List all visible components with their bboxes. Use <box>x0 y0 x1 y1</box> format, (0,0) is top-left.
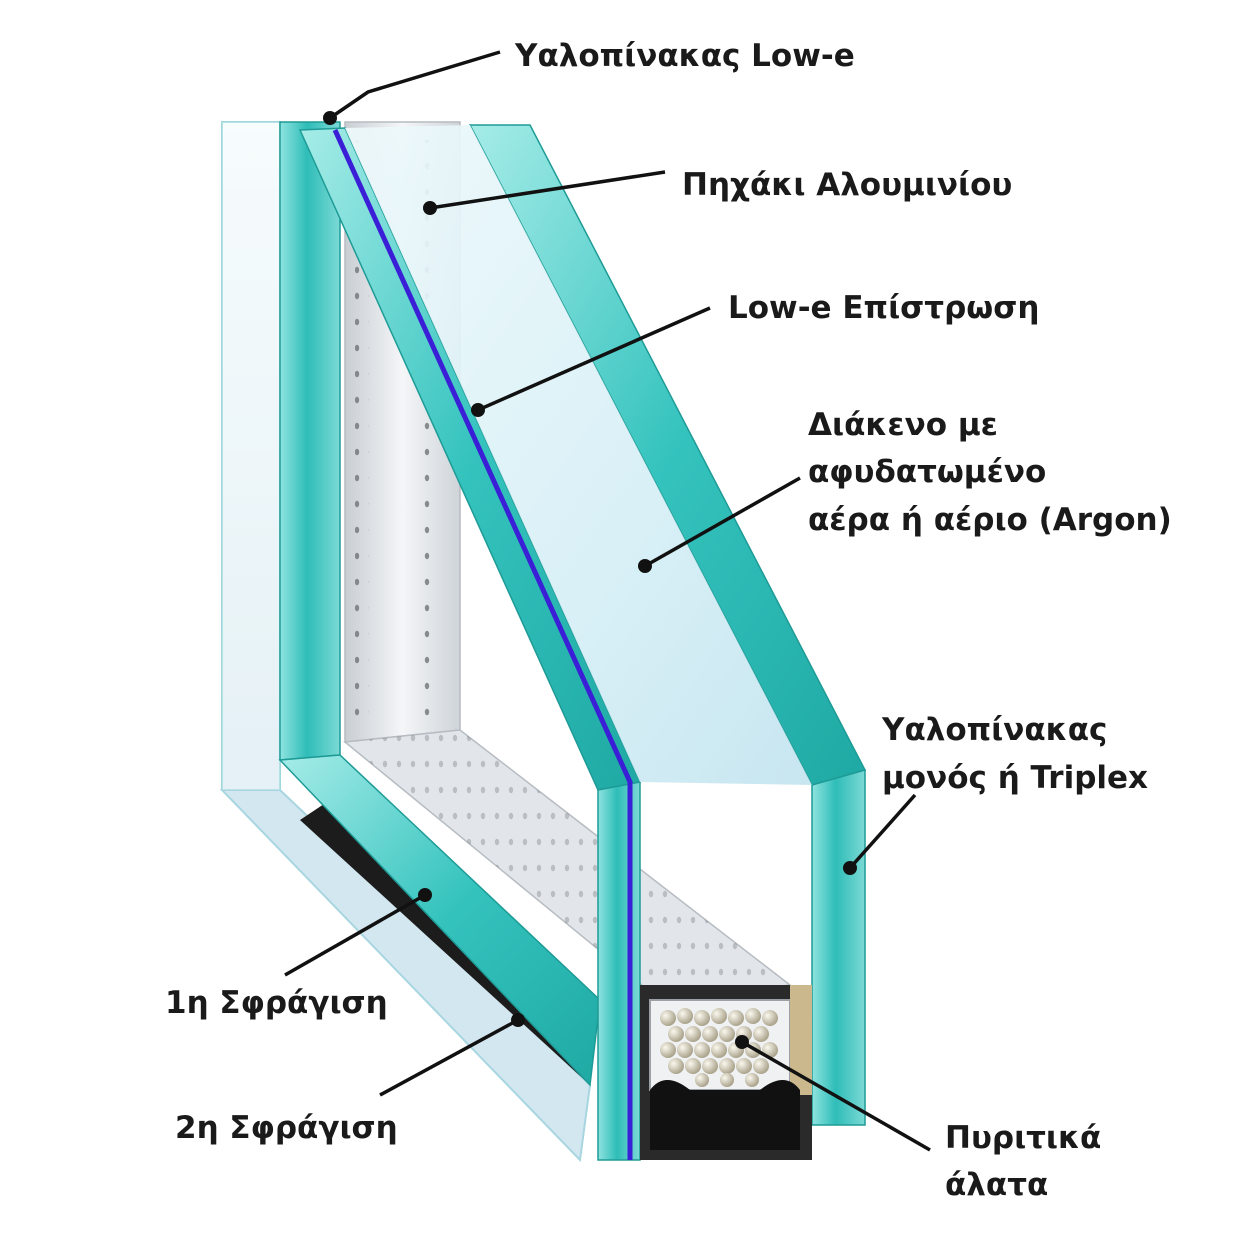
cross-section-box <box>640 985 812 1160</box>
label-seal-2: 2η Σφράγιση <box>175 1110 398 1146</box>
label-seal-1: 1η Σφράγιση <box>165 985 388 1021</box>
leader-dots <box>323 111 857 1049</box>
label-pane-line2: μονός ή Triplex <box>882 760 1148 796</box>
middle-glass-pane <box>278 121 601 1087</box>
label-pane-line1: Υαλοπίνακας <box>881 712 1107 748</box>
label-aluminium-spacer: Πηχάκι Αλουμινίου <box>682 167 1012 203</box>
leader-lines <box>284 50 931 1152</box>
label-gap-line3: αέρα ή αέριο (Argon) <box>808 502 1172 538</box>
lowe-coating-line <box>332 128 633 1160</box>
label-desiccant-line1: Πυριτικά <box>945 1120 1101 1156</box>
label-gap-line2: αφυδατωμένο <box>808 454 1046 490</box>
label-desiccant-line2: άλατα <box>945 1167 1048 1203</box>
label-lowe-coating: Low-e Επίστρωση <box>728 290 1039 326</box>
label-gap-line1: Διάκενο με <box>808 407 998 443</box>
label-lowe-pane: Υαλοπίνακας Low-e <box>514 38 855 74</box>
back-glass-pane <box>219 121 592 1163</box>
desiccant-beads <box>660 1008 778 1087</box>
